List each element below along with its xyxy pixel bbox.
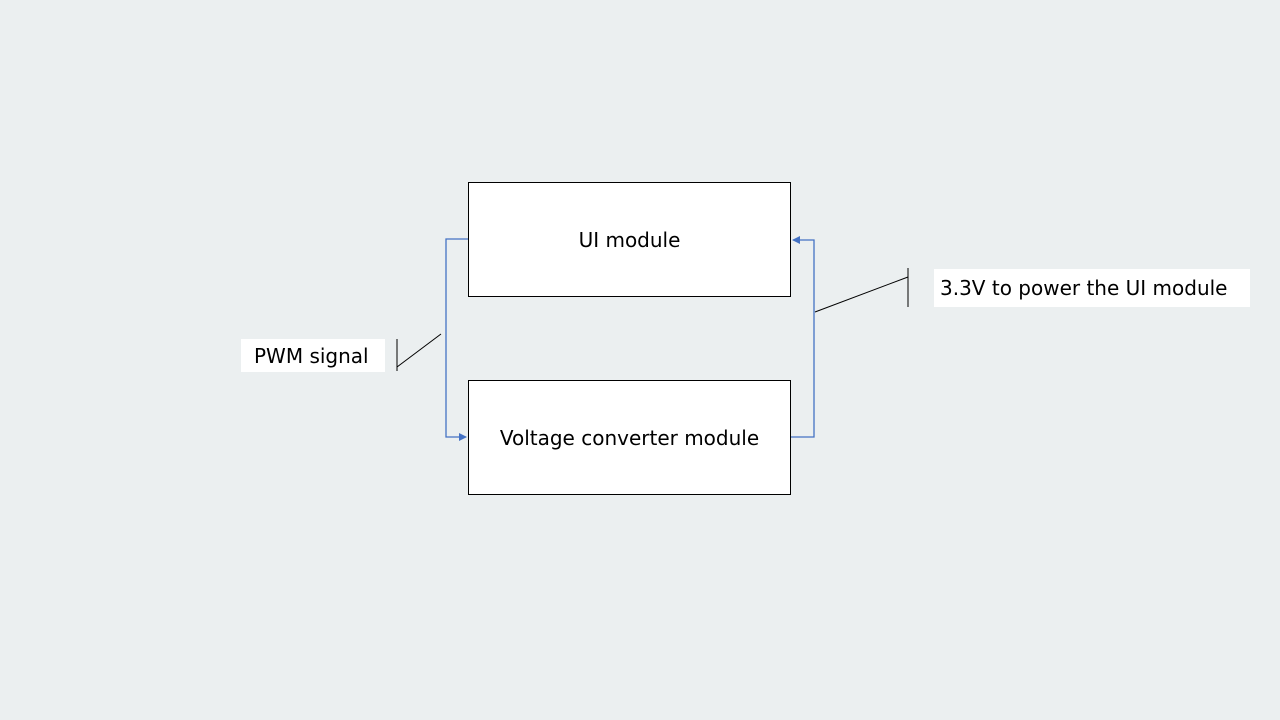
ui-module-block: UI module bbox=[468, 182, 791, 297]
voltage-converter-block: Voltage converter module bbox=[468, 380, 791, 495]
power-callout-leader bbox=[814, 276, 909, 313]
voltage-converter-label: Voltage converter module bbox=[499, 425, 760, 450]
power-connector bbox=[791, 236, 815, 438]
pwm-callout-leader bbox=[396, 333, 442, 368]
ui-module-label: UI module bbox=[578, 227, 681, 252]
pwm-signal-label: PWM signal bbox=[254, 343, 369, 368]
pwm-signal-callout: PWM signal bbox=[241, 339, 385, 372]
power-supply-callout: 3.3V to power the UI module bbox=[934, 269, 1250, 307]
pwm-connector bbox=[445, 238, 468, 441]
power-supply-label: 3.3V to power the UI module bbox=[940, 276, 1228, 300]
